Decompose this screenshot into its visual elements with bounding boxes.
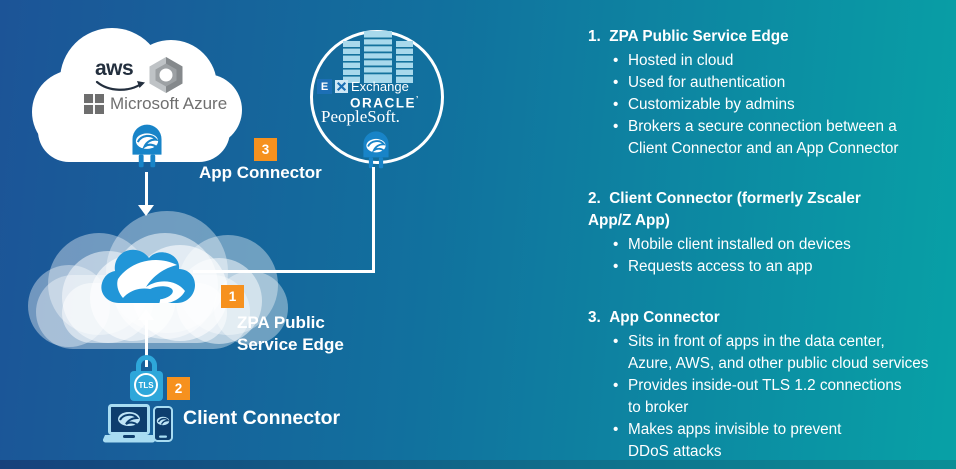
footer-strip xyxy=(0,460,956,469)
bullet-item: Makes apps invisible to prevent DDoS att… xyxy=(612,419,956,463)
microsoft-azure-logo: Microsoft Azure xyxy=(84,94,227,114)
bullet-list: Hosted in cloud Used for authentication … xyxy=(588,50,956,160)
zscaler-app-connector-icon xyxy=(125,115,169,180)
bullet-item: Customizable by admins xyxy=(612,94,956,116)
app-connector-label: App Connector xyxy=(199,163,322,182)
section-client-connector: 2. Client Connector (formerly Zscaler Ap… xyxy=(588,188,956,278)
bullet-item: Provides inside-out TLS 1.2 connections … xyxy=(612,375,956,419)
microsoft-windows-icon xyxy=(84,94,104,114)
line-appcloud-to-edge xyxy=(145,172,148,206)
section-service-edge: 1. ZPA Public Service Edge Hosted in clo… xyxy=(588,26,956,160)
bullet-item: Hosted in cloud xyxy=(612,50,956,72)
exchange-e-icon: E xyxy=(317,79,332,94)
explanation-panel: 1. ZPA Public Service Edge Hosted in clo… xyxy=(588,26,956,469)
exchange-x-icon xyxy=(335,80,348,93)
tls-badge: TLS xyxy=(134,373,158,397)
line-circle-vertical xyxy=(372,167,375,272)
badge-1-service-edge: 1 xyxy=(221,285,244,308)
exchange-logo: E Exchange xyxy=(317,79,409,94)
hexagon-nut-icon xyxy=(149,57,183,93)
arrow-up-icon xyxy=(138,309,154,320)
zscaler-cloud-logo xyxy=(101,249,195,303)
service-edge-label: ZPA Public Service Edge xyxy=(237,313,344,354)
bullet-item: Mobile client installed on devices xyxy=(612,234,956,256)
section-heading: 1. ZPA Public Service Edge xyxy=(588,28,789,45)
azure-label: Microsoft Azure xyxy=(110,94,228,113)
section-app-connector: 3. App Connector Sits in front of apps i… xyxy=(588,307,956,463)
peoplesoft-logo: PeopleSoft. xyxy=(321,107,400,126)
bullet-item: Requests access to an app xyxy=(612,256,956,278)
zscaler-connector-icon-circle xyxy=(357,123,395,180)
aws-smile-icon xyxy=(95,80,145,91)
phone-icon xyxy=(153,406,173,442)
bullet-item: Sits in front of apps in the data center… xyxy=(612,331,956,375)
lock-shackle xyxy=(136,355,157,375)
section-heading: 2. Client Connector (formerly Zscaler Ap… xyxy=(588,190,861,229)
laptop-icon xyxy=(102,404,156,443)
tls-lock-icon: TLS xyxy=(130,355,163,402)
server-rack-icon xyxy=(343,31,413,83)
bullet-item: Brokers a secure connection between a Cl… xyxy=(612,116,956,160)
bullet-list: Mobile client installed on devices Reque… xyxy=(588,234,956,278)
bullet-item: Used for authentication xyxy=(612,72,956,94)
badge-2-client-connector: 2 xyxy=(167,377,190,400)
exchange-label: Exchange xyxy=(351,79,409,94)
bullet-list: Sits in front of apps in the data center… xyxy=(588,331,956,463)
line-client-to-edge xyxy=(145,320,148,367)
section-heading: 3. App Connector xyxy=(588,309,720,326)
oracle-trademark: ’ xyxy=(416,95,420,104)
badge-3-app-connector: 3 xyxy=(254,138,277,161)
client-connector-label: Client Connector xyxy=(183,407,341,429)
aws-logo: aws xyxy=(95,57,134,80)
arrow-down-icon xyxy=(138,205,154,216)
oracle-logo: ORACLE’ xyxy=(350,95,420,111)
zpa-service-edge-cloud xyxy=(28,203,288,363)
line-circle-horizontal xyxy=(193,270,375,273)
